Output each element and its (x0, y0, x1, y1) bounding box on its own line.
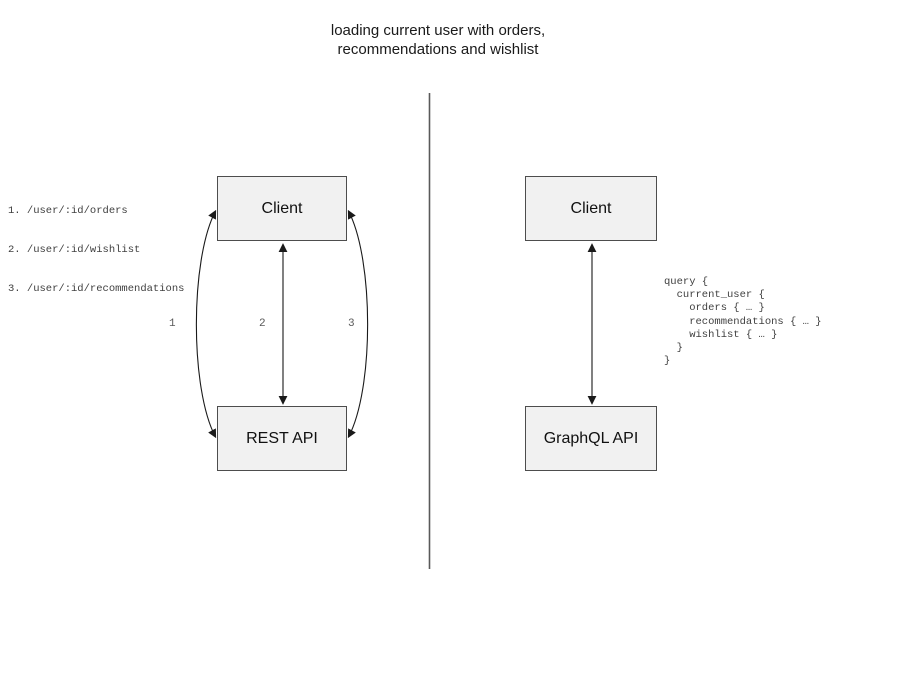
diagram-title-line1: loading current user with orders, (330, 22, 546, 39)
rest-arrow-label-1: 1 (169, 318, 176, 330)
graphql-api-box-label: GraphQL API (543, 429, 639, 447)
rest-client-box-label: Client (261, 199, 303, 217)
graphql-client-box: Client (525, 176, 657, 241)
rest-api-box-label: REST API (246, 429, 318, 447)
rest-arrow-label-2: 2 (259, 318, 266, 330)
rest-endpoint-list: 1. /user/:id/orders 2. /user/:id/wishlis… (8, 179, 184, 322)
diagram-title-line2: recommendations and wishlist (337, 41, 539, 58)
graphql-query-snippet: query { current_user { orders { … } reco… (664, 276, 822, 368)
rest-endpoint-recommendations: 3. /user/:id/recommendations (8, 283, 185, 295)
diagram-title: loading current user with orders, recomm… (258, 21, 618, 59)
rest-endpoint-orders: 1. /user/:id/orders (8, 205, 128, 217)
rest-arrow-label-3: 3 (348, 318, 355, 330)
rest-arrow-3-curve (347, 209, 369, 439)
rest-api-box: REST API (217, 406, 347, 471)
graphql-client-box-label: Client (570, 199, 612, 217)
rest-endpoint-wishlist: 2. /user/:id/wishlist (8, 244, 141, 256)
rest-arrow-1-curve (195, 209, 217, 439)
rest-client-box: Client (217, 176, 347, 241)
graphql-api-box: GraphQL API (525, 406, 657, 471)
